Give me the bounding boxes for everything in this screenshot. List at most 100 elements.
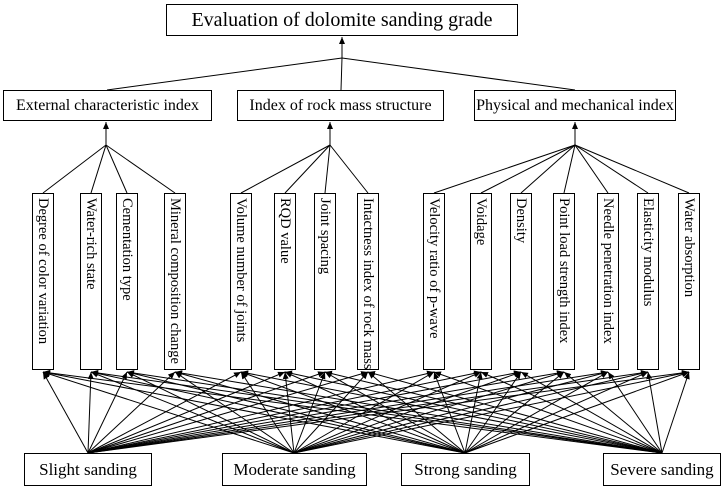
grade-connector <box>284 371 466 454</box>
grade-connector <box>367 371 466 454</box>
indicator-rqd: RQD value <box>274 193 296 370</box>
grade-connector <box>464 371 690 454</box>
grade-connector <box>324 371 466 454</box>
grade-connector <box>646 371 663 454</box>
grade-connector <box>126 370 466 454</box>
grade-connector <box>282 371 295 454</box>
indicator-water-rich: Water-rich state <box>80 193 102 370</box>
indicator-label: Elasticity modulus <box>640 198 656 307</box>
indicator-connector <box>105 144 128 194</box>
indicator-connector <box>480 144 576 194</box>
grade-connector <box>87 371 286 454</box>
grade-connector <box>42 371 295 454</box>
grade-connector <box>480 371 663 454</box>
grade-connector <box>293 371 565 454</box>
grade-connector <box>240 371 466 454</box>
indicator-needle-penetration: Needle penetration index <box>597 193 619 370</box>
grade-moderate: Moderate sanding <box>222 453 367 486</box>
indicator-color-variation: Degree of color variation <box>32 193 54 370</box>
indicator-label: Water-rich state <box>83 198 99 290</box>
indicator-water-absorption: Water absorption <box>678 193 700 370</box>
grade-connector <box>293 371 435 454</box>
grade-connector <box>87 370 649 454</box>
grade-connector <box>87 371 128 454</box>
indicator-label: Density <box>513 198 529 244</box>
grade-connector <box>464 371 522 454</box>
indicator-density: Density <box>510 193 532 370</box>
grade-connector <box>240 371 295 454</box>
grade-connector <box>324 370 663 454</box>
grade-connector <box>293 370 609 454</box>
grade-connector <box>42 369 663 454</box>
indicator-label: Mineral composition change <box>167 198 183 364</box>
indicator-label: Voidage <box>473 198 489 246</box>
grade-connector <box>90 370 466 454</box>
indicator-connector <box>284 144 331 194</box>
indicator-label: Intactness index of rock mass <box>360 198 376 370</box>
indicator-label: Velocity ratio of p-wave <box>426 198 442 339</box>
grade-connector <box>87 370 435 454</box>
grade-connector <box>90 370 663 454</box>
grade-connector <box>90 371 295 454</box>
grade-connector <box>367 370 663 454</box>
grade-connector <box>174 370 663 454</box>
grade-connector <box>433 371 466 454</box>
indicator-connector <box>574 144 690 194</box>
indicator-connector <box>563 144 576 194</box>
grade-connector <box>87 370 522 454</box>
grade-connector <box>293 370 649 454</box>
grade-connector <box>126 371 295 454</box>
grade-connector <box>87 369 690 454</box>
grade-connector <box>520 371 663 454</box>
grade-connector <box>87 370 609 454</box>
grade-strong: Strong sanding <box>401 453 530 486</box>
indicator-label: Degree of color variation <box>35 198 51 345</box>
grade-connector <box>126 370 663 454</box>
grade-label: Severe sanding <box>610 459 714 479</box>
criterion-structure: Index of rock mass structure <box>237 90 444 121</box>
criterion-external: External characteristic index <box>3 90 212 121</box>
indicator-connector <box>574 144 649 194</box>
grade-connector <box>87 371 94 454</box>
indicator-label: Joint spacing <box>317 198 333 275</box>
grade-connector <box>174 371 295 454</box>
indicator-joint-spacing: Joint spacing <box>314 193 336 370</box>
indicator-connector <box>90 144 107 194</box>
grade-connector <box>464 371 649 454</box>
indicator-label: RQD value <box>277 198 293 264</box>
grade-connector <box>87 371 369 454</box>
indicator-connector <box>42 144 107 194</box>
grade-label: Slight sanding <box>39 459 137 479</box>
indicator-elasticity: Elasticity modulus <box>637 193 659 370</box>
criterion-connector <box>341 57 576 91</box>
grade-connector <box>87 370 565 454</box>
indicator-connector <box>520 144 576 194</box>
grade-connector <box>464 371 609 454</box>
indicator-p-wave-ratio: Velocity ratio of p-wave <box>423 193 445 370</box>
grade-connector <box>293 370 690 454</box>
grade-severe: Severe sanding <box>603 453 721 486</box>
criterion-physical: Physical and mechanical index <box>474 90 676 121</box>
indicator-connector <box>240 144 331 194</box>
indicator-connector <box>433 144 576 194</box>
grade-connector <box>284 370 663 454</box>
grade-connector <box>174 370 466 454</box>
grade-connector <box>87 370 482 454</box>
goal-box: Evaluation of dolomite sanding grade <box>166 4 518 36</box>
indicator-connector <box>329 144 369 194</box>
indicator-label: Cementation type <box>119 198 135 301</box>
criterion-external-label: External characteristic index <box>15 96 199 114</box>
grade-connector <box>464 371 483 454</box>
grade-connector <box>240 370 663 454</box>
criterion-connector <box>106 57 343 91</box>
indicator-label: Needle penetration index <box>600 198 616 344</box>
indicator-label: Water absorption <box>681 198 697 298</box>
grade-slight: Slight sanding <box>24 453 152 486</box>
grade-connector <box>563 371 663 454</box>
grade-connector <box>661 371 690 454</box>
goal-label: Evaluation of dolomite sanding grade <box>191 8 493 31</box>
indicator-mineral-change: Mineral composition change <box>164 193 186 370</box>
grade-connector <box>293 371 522 454</box>
criterion-physical-label: Physical and mechanical index <box>476 96 674 114</box>
grade-connector <box>464 371 565 454</box>
